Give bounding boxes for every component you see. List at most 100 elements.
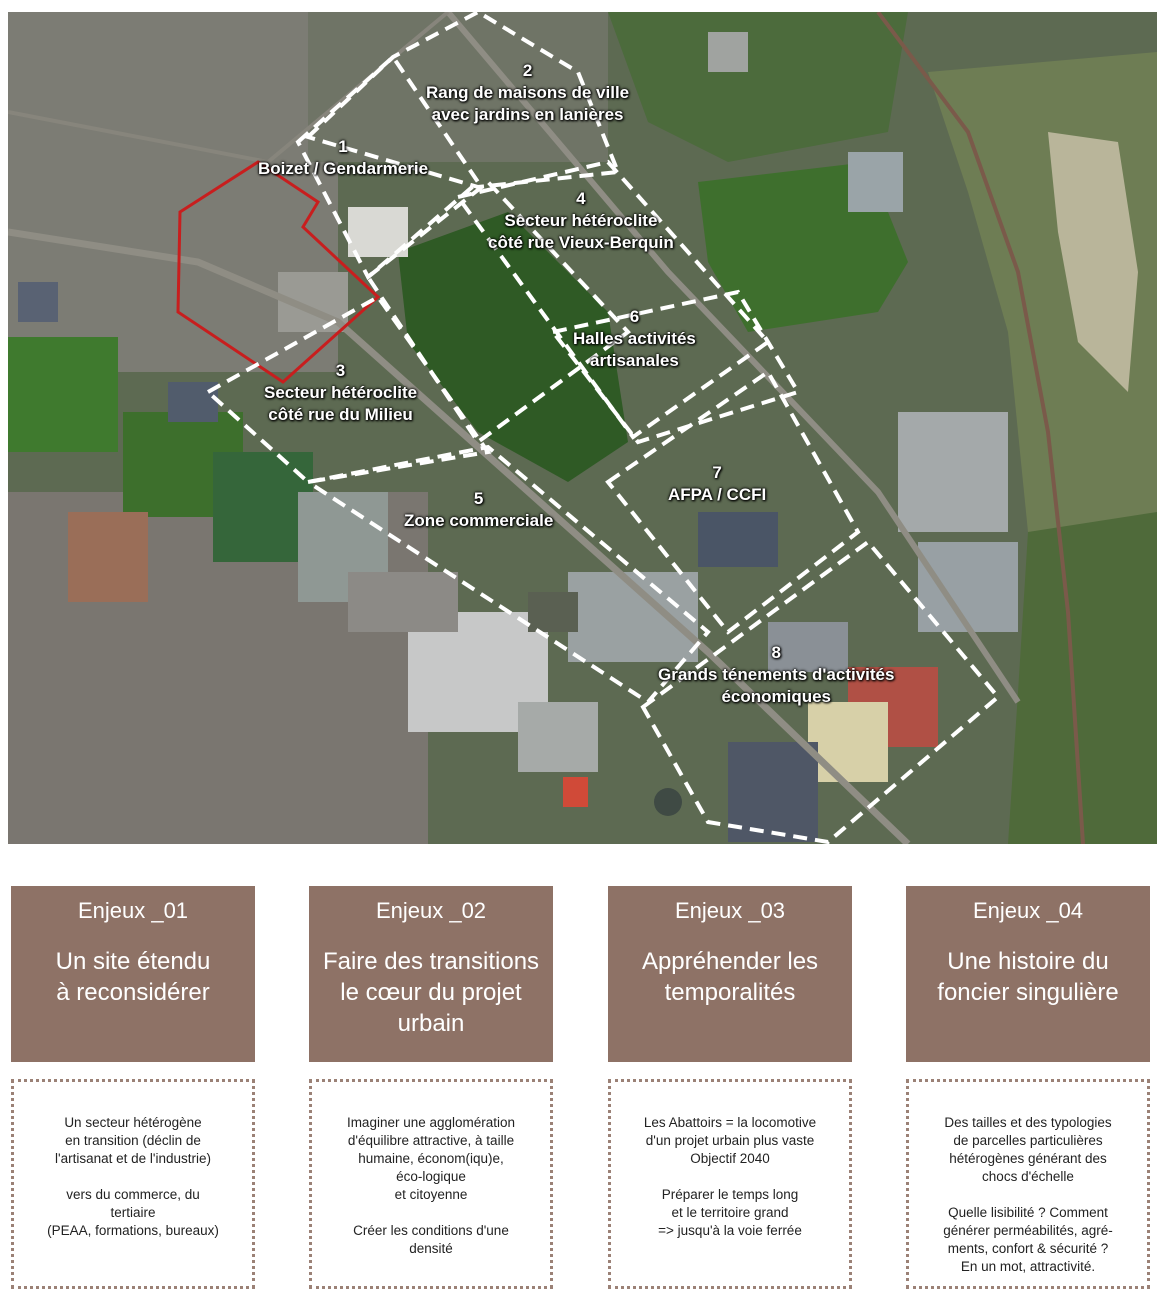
zone-4-name-line2: côté rue Vieux-Berquin xyxy=(488,233,674,252)
enjeux-02-text-line: Créer les conditions d'une xyxy=(353,1223,509,1238)
zone-6-name: Halles activités xyxy=(573,329,696,348)
zone-label-4: 4 Secteur hétéroclite côté rue Vieux-Ber… xyxy=(488,188,674,254)
enjeux-04-text-line: Des tailles et des typologies xyxy=(944,1115,1112,1130)
enjeux-04-text-line: de parcelles particulières xyxy=(953,1133,1103,1148)
zone-label-1: 1 Boizet / Gendarmerie xyxy=(258,136,428,180)
zone-7-name: AFPA / CCFI xyxy=(668,485,767,504)
zone-4-name: Secteur hétéroclite xyxy=(504,211,658,230)
text-gap xyxy=(644,1168,816,1186)
zone-label-5: 5 Zone commerciale xyxy=(404,488,553,532)
enjeux-02-text-line: densité xyxy=(409,1241,453,1256)
zone-8-number: 8 xyxy=(771,643,781,662)
enjeux-01-label: Enjeux _01 xyxy=(77,898,189,923)
enjeux-02-header: Enjeux _02 Faire des transitions le cœur… xyxy=(309,886,553,1062)
enjeux-04-text: Des tailles et des typologies de parcell… xyxy=(933,1114,1123,1276)
zone-3-name-line2: côté rue du Milieu xyxy=(268,405,413,424)
field-sand xyxy=(808,702,888,782)
zone-2-name-line2: avec jardins en lanières xyxy=(431,105,624,124)
zone-6-outline xyxy=(549,289,802,445)
zone-8-name-line2: économiques xyxy=(721,687,832,706)
aerial-map: 1 Boizet / Gendarmerie 2 Rang de maisons… xyxy=(8,12,1157,844)
green-field-center xyxy=(398,212,628,482)
building-small-red xyxy=(563,777,588,807)
text-gap xyxy=(943,1186,1113,1204)
zone-3-outline xyxy=(204,294,492,485)
building-hall-7 xyxy=(768,622,848,672)
enjeux-02-title-line2: le cœur du projet xyxy=(340,979,522,1006)
quarry-pit xyxy=(1048,132,1138,392)
enjeux-01-title-line2: à reconsidérer xyxy=(56,979,210,1006)
zone-4-outline-inner xyxy=(365,179,631,445)
building-stadium xyxy=(168,382,218,422)
enjeux-01-text: Un secteur hétérogène en transition (déc… xyxy=(37,1114,229,1240)
enjeux-04-text-line: En un mot, attractivité. xyxy=(960,1259,1096,1274)
enjeux-02-text-line: et citoyenne xyxy=(394,1187,468,1202)
enjeux-04-title-line1: Une histoire du xyxy=(947,948,1109,975)
building-afpa xyxy=(698,512,778,567)
enjeux-02-text-line: humaine, économ(iqu)e, xyxy=(358,1151,504,1166)
enjeux-04-text-line: générer perméabilités, agré- xyxy=(943,1223,1113,1238)
zone-8-outline xyxy=(640,539,1001,844)
zone-label-7: 7 AFPA / CCFI xyxy=(668,462,766,506)
enjeux-03-title: Appréhender les temporalités xyxy=(608,946,852,1008)
zone-1-name: Boizet / Gendarmerie xyxy=(258,159,429,178)
enjeux-03-title-line1: Appréhender les xyxy=(641,948,819,975)
building-brown xyxy=(68,512,148,602)
building-industrial-east-2 xyxy=(918,542,1018,632)
enjeux-02-text-line: éco-logique xyxy=(396,1169,466,1184)
zone-7-outline xyxy=(605,369,861,635)
zone-2-outline xyxy=(304,12,621,190)
zone-5-name: Zone commerciale xyxy=(404,511,554,530)
zone-7-number: 7 xyxy=(712,463,722,482)
enjeux-02-title: Faire des transitions le cœur du projet … xyxy=(309,946,553,1039)
enjeux-01-text-line: l'artisanat et de l'industrie) xyxy=(55,1151,211,1166)
enjeux-04-title: Une histoire du foncier singulière xyxy=(906,946,1150,1008)
text-gap xyxy=(347,1204,515,1222)
enjeux-03-label: Enjeux _03 xyxy=(674,898,786,923)
water-basin xyxy=(654,788,682,816)
enjeux-04-title-line2: foncier singulière xyxy=(937,979,1119,1006)
parking-lot xyxy=(348,572,458,632)
zone-8-name: Grands ténements d'activités xyxy=(658,665,895,684)
enjeux-03-text-line: d'un projet urbain plus vaste xyxy=(645,1133,815,1148)
enjeux-02-text: Imaginer une agglomération d'équilibre a… xyxy=(337,1114,525,1258)
aerial-map-drawing xyxy=(8,12,1157,844)
zone-label-6: 6 Halles activités artisanales xyxy=(573,306,696,372)
building-commercial-2 xyxy=(518,702,598,772)
green-field-northeast xyxy=(608,12,908,162)
enjeux-03-title-line2: temporalités xyxy=(664,979,796,1006)
zone-6-name-line2: artisanales xyxy=(590,351,679,370)
sports-field-1 xyxy=(8,337,118,452)
building-northeast xyxy=(848,152,903,212)
zone-4-number: 4 xyxy=(576,189,586,208)
zone-label-2: 2 Rang de maisons de ville avec jardins … xyxy=(426,60,629,126)
zone-5-number: 5 xyxy=(473,489,484,508)
enjeux-02-label: Enjeux _02 xyxy=(375,898,487,923)
zone-2-number: 2 xyxy=(522,61,533,80)
enjeux-01-text-line: vers du commerce, du xyxy=(66,1187,200,1202)
zone-3-number: 3 xyxy=(335,361,346,380)
zone-6-number: 6 xyxy=(629,307,640,326)
enjeux-04-text-line: ments, confort & sécurité ? xyxy=(947,1241,1109,1256)
enjeux-03-text-line: => jusqu'à la voie ferrée xyxy=(658,1223,802,1238)
enjeux-01-description: Un secteur hétérogène en transition (déc… xyxy=(11,1079,255,1289)
zone-1-number: 1 xyxy=(338,137,348,156)
enjeux-04-description: Des tailles et des typologies de parcell… xyxy=(906,1079,1150,1289)
enjeux-02-text-line: Imaginer une agglomération xyxy=(346,1115,516,1130)
enjeux-01-text-line: (PEAA, formations, bureaux) xyxy=(47,1223,219,1238)
building-north xyxy=(708,32,748,72)
fields-southeast xyxy=(1008,512,1157,844)
site-outline-red xyxy=(176,160,381,384)
enjeux-02-text-line: d'équilibre attractive, à taille xyxy=(347,1133,515,1148)
enjeux-03-text: Les Abattoirs = la locomotive d'un proje… xyxy=(634,1114,826,1240)
zone-label-8: 8 Grands ténements d'activités économiqu… xyxy=(658,642,894,708)
zone-2-name: Rang de maisons de ville xyxy=(426,83,630,102)
enjeux-02-description: Imaginer une agglomération d'équilibre a… xyxy=(309,1079,553,1289)
enjeux-04-text-line: hétérogènes générant des xyxy=(949,1151,1107,1166)
zone-5-outline xyxy=(302,444,711,705)
enjeux-04-header: Enjeux _04 Une histoire du foncier singu… xyxy=(906,886,1150,1062)
building-industrial-east-1 xyxy=(898,412,1008,532)
zone-label-3: 3 Secteur hétéroclite côté rue du Milieu xyxy=(264,360,417,426)
railway xyxy=(876,12,1085,844)
zone-outlines xyxy=(204,12,1001,844)
